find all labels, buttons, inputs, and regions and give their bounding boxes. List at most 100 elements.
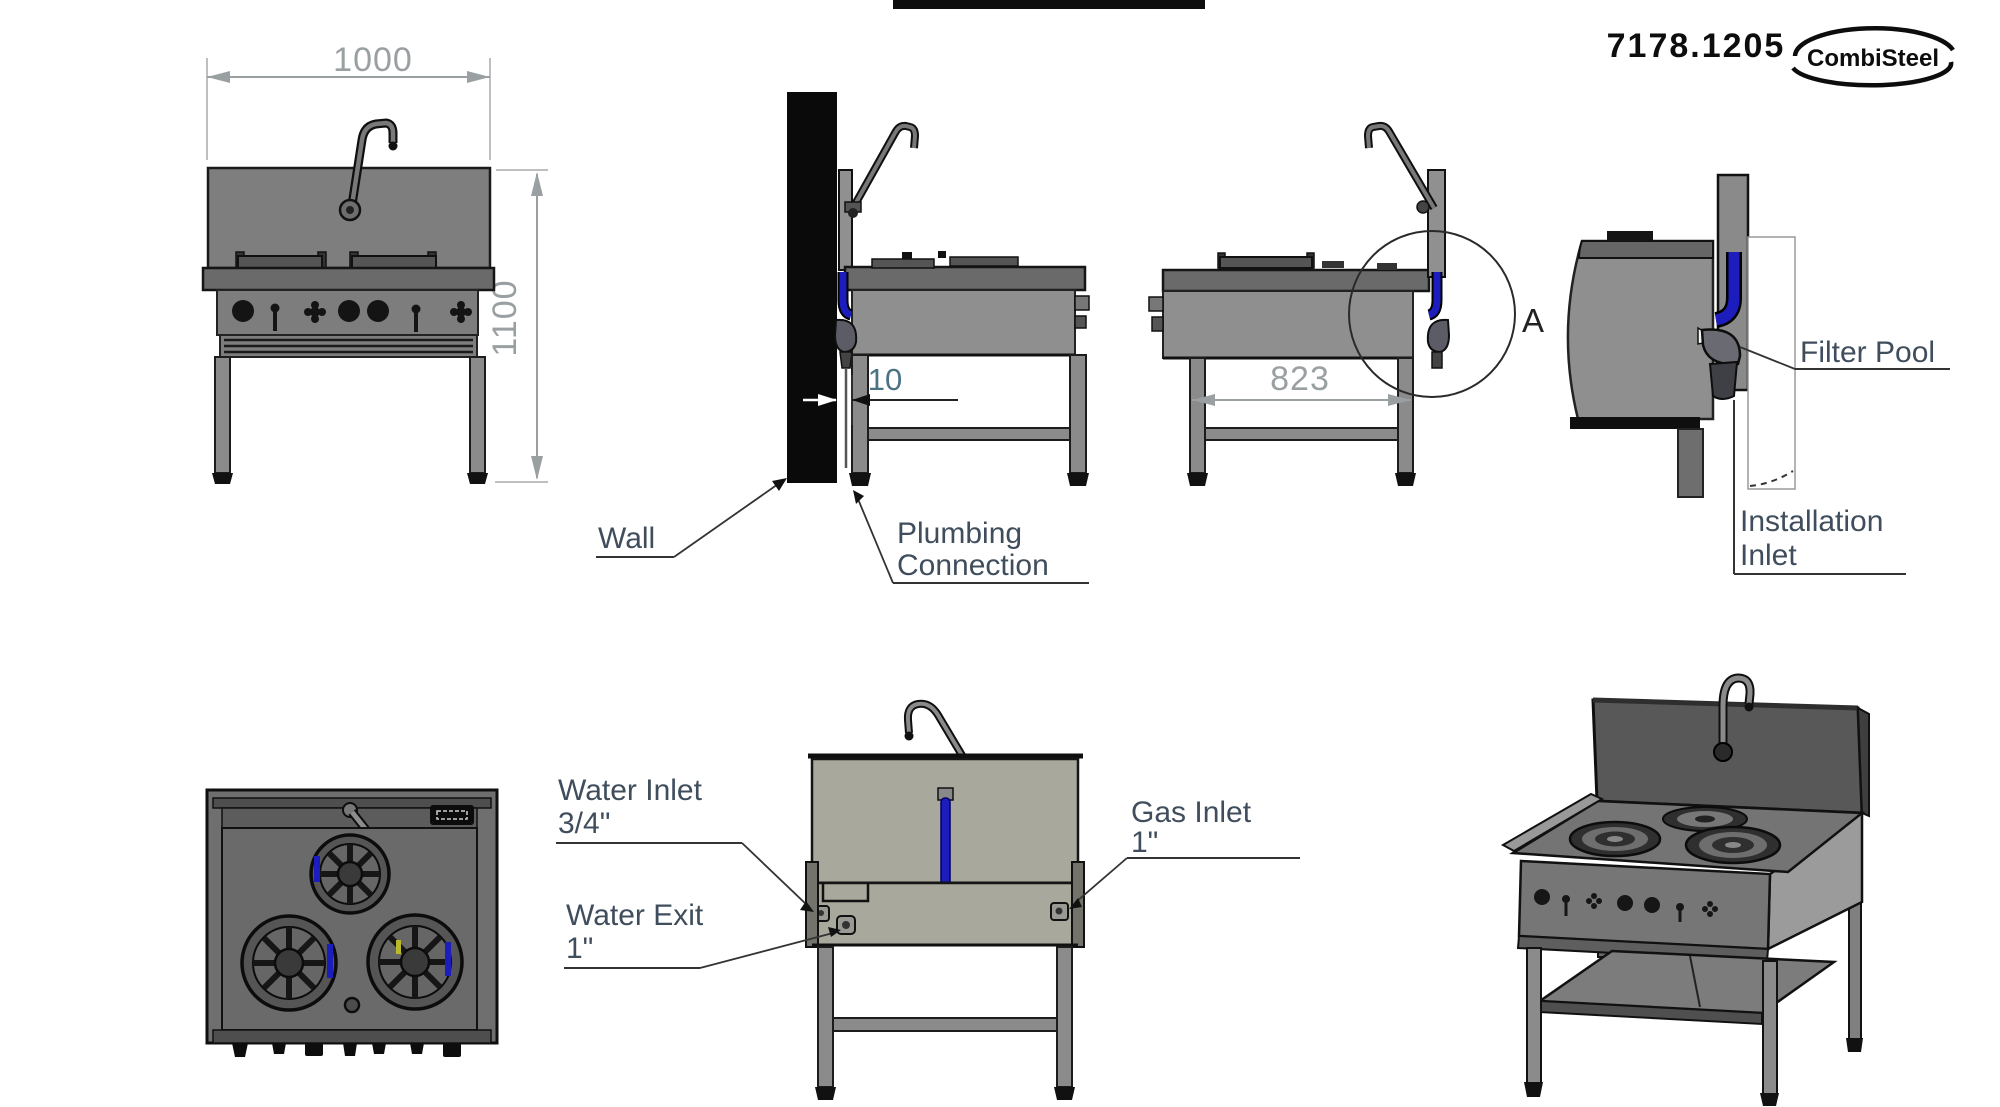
logo-bottom-arc [1791,61,1954,88]
arrowhead [1192,394,1215,406]
installation-inlet-zone [1747,236,1796,490]
plumbing-pipe [1427,272,1443,321]
isometric-view [1500,673,1870,1106]
plan-front-knobs [232,1043,461,1057]
igniter-mark [314,856,320,882]
arrowhead [531,456,543,480]
arrowhead [852,394,870,406]
filter-pool-side [833,318,858,354]
gas-inlet-line2: 1" [1131,826,1158,859]
rear-faucet [903,699,967,760]
gas-inlet-line1: Gas Inlet [1131,796,1252,829]
leg [1848,899,1862,1041]
dimension-depth-823: 823 [1192,360,1411,406]
faucet-side [1363,121,1438,214]
side-knob [1074,315,1087,329]
dim-height-text: 1100 [486,279,524,356]
control-knobs [232,300,472,332]
leader-arrowhead [1069,898,1082,909]
cropped-header-bar [893,0,1205,9]
cross-knob [450,301,472,323]
faucet-side [844,121,920,218]
product-code: 7178.1205 [1607,27,1786,65]
water-exit-label: Water Exit 1" [564,899,841,969]
water-inlet-label: Water Inlet 3/4" [556,774,814,912]
dimension-height-1100: 1100 [486,169,548,483]
burner-plate [949,256,1019,267]
iso-left-burner [1568,820,1662,858]
leg [1677,428,1704,498]
faucet-spout-tip [388,141,398,151]
plan-front-edge [212,1029,492,1044]
foot [1395,473,1416,486]
filter-pool-shape [1700,328,1742,366]
depth-side-view: 823 A [1148,121,1544,486]
iso-faucet [1713,673,1755,762]
wall-label-text: Wall [598,522,655,555]
leg-crossbar [1204,427,1399,441]
side-knob [1074,295,1090,311]
foot [1187,473,1208,486]
leg [1762,960,1778,1096]
filter-pool-side [1426,318,1451,354]
header: 7178.1205 CombiSteel [1607,25,1955,88]
wok-burner [309,833,391,915]
combisteel-logo: CombiSteel [1791,25,1955,88]
gap-dim-text: 10 [868,362,902,397]
wall-side-view: 10 Wall Plumbing Connection [596,92,1090,584]
backsplash-side [1427,169,1446,278]
water-exit-line1: Water Exit [566,899,704,932]
countertop-band [1161,268,1431,293]
detail-circle-A [1348,230,1516,398]
leg [817,946,834,1088]
foot [849,473,871,486]
foot [815,1087,836,1100]
round-knob [232,300,254,322]
plumbing-pipe-detail [1714,252,1742,328]
gas-inlet-label: Gas Inlet 1" [1069,796,1300,909]
control-display [430,805,474,825]
body-bottom-edge [1570,417,1700,429]
iso-left-rail [1500,792,1605,853]
leg-crossbar [832,1017,1058,1032]
igniter-mark [445,942,451,976]
leg [214,356,231,474]
burner-plate [1219,256,1313,269]
control-panel [216,289,479,336]
blue-pipe [940,797,951,889]
iso-knobs [1534,889,1718,922]
faucet [338,118,398,222]
rear-view: Water Inlet 3/4" Water Exit 1" Gas Inlet… [556,699,1300,1100]
display-segments [436,810,468,820]
arrowhead [207,71,230,83]
iso-right-burner [1684,825,1782,865]
detail-a-view: Filter Pool Installation Inlet [1566,173,1950,575]
countertop-band [201,266,496,292]
dim-width-text: 1000 [333,41,413,79]
plumbing-pipe [837,272,853,321]
iso-backsplash-post [1856,706,1870,818]
leg [1189,357,1206,474]
water-inlet-line2: 3/4" [558,807,610,840]
water-inlet-line1: Water Inlet [558,774,703,807]
leader-arrowhead [828,927,841,937]
plumbing-label-line2: Connection [897,549,1049,582]
body-corner [1566,239,1715,421]
leg [469,356,486,474]
leader-arrowhead [800,901,814,912]
drain-hole [343,996,361,1014]
leg [1069,354,1087,474]
logo-top-arc [1792,25,1955,57]
round-knob [367,300,389,322]
wall-section [787,92,837,483]
leg [1397,357,1414,474]
countertop-band [843,265,1087,292]
backsplash-side [838,169,853,271]
countertop-edge [1577,240,1714,259]
igniter-mark [327,944,333,978]
plumbing-connection-label: Plumbing Connection [853,490,1089,584]
brand-name: CombiSteel [1807,45,1939,72]
burner-edge [1607,231,1653,241]
